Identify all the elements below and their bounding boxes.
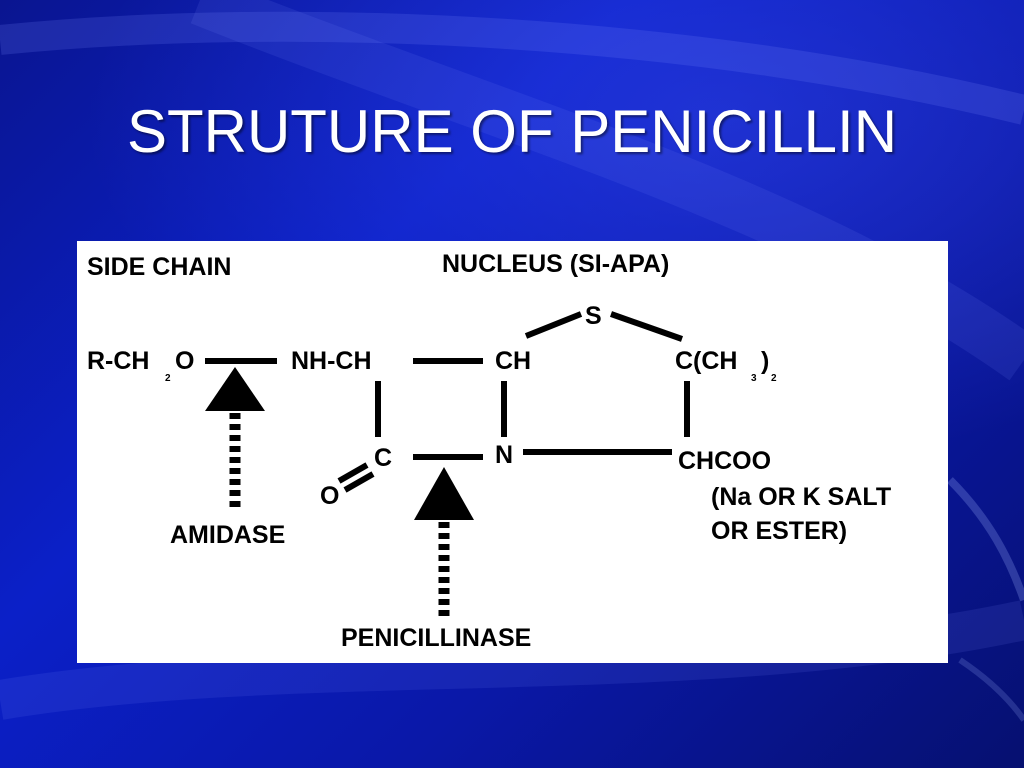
nucleus-heading: NUCLEUS (SI-APA) [442,250,669,278]
atom-c-ch3-subscript-3: 3 [751,373,757,384]
atom-carbonyl-c: C [374,444,392,472]
atom-ch: CH [495,347,531,375]
enzyme-amidase-label: AMIDASE [170,521,285,549]
atom-chcoo: CHCOO [678,447,771,475]
salt-note-line2: OR ESTER) [711,517,847,545]
atom-side-chain-o: O [175,347,194,375]
atom-r-ch2-subscript: 2 [165,373,171,384]
bond-c-o-double-1 [337,462,369,484]
atom-nitrogen: N [495,441,513,469]
side-chain-heading: SIDE CHAIN [87,253,231,281]
salt-note-line1: (Na OR K SALT [711,483,891,511]
atom-r-ch2: R-CH [87,347,150,375]
atom-carbonyl-o: O [320,482,339,510]
bond-s-c [610,311,683,342]
atom-sulfur: S [585,302,602,330]
enzyme-penicillinase-label: PENICILLINASE [341,624,531,652]
atom-c-ch3-paren: ) [761,347,769,375]
atom-c-ch3: C(CH [675,347,738,375]
amidase-arrow-head-icon [205,367,265,411]
bond-c-o-double-2 [343,471,375,493]
structure-svg: SIDE CHAIN NUCLEUS (SI-APA) R-CH 2 O NH-… [87,250,891,652]
bond-ch-s [524,311,583,339]
penicillin-structure-diagram: SIDE CHAIN NUCLEUS (SI-APA) R-CH 2 O NH-… [77,241,948,663]
atom-c-ch3-subscript-2: 2 [771,373,777,384]
slide-title: STRUTURE OF PENICILLIN [126,98,898,165]
atom-nh-ch: NH-CH [291,347,372,375]
penicillinase-arrow-head-icon [414,467,474,520]
